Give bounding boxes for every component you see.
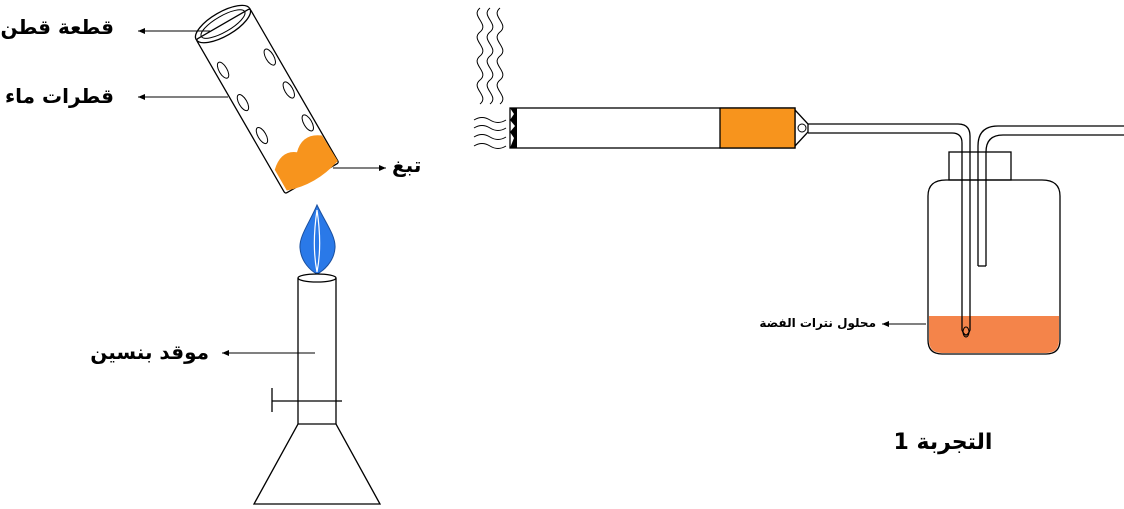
water-drops xyxy=(216,48,314,145)
cotton-plug xyxy=(194,4,252,44)
experiment-title: التجربة 1 xyxy=(894,430,993,455)
bottle xyxy=(927,151,1061,355)
label-tobacco: تبغ xyxy=(392,153,421,177)
flame xyxy=(299,203,336,275)
bunsen-burner xyxy=(252,273,382,505)
cigarette xyxy=(509,107,809,149)
label-water-drops: قطرات ماء xyxy=(5,84,114,108)
smoke-lines xyxy=(473,7,507,149)
test-tube xyxy=(194,4,339,194)
tobacco-sample xyxy=(274,135,338,191)
tubing xyxy=(808,123,1124,336)
label-cotton: قطعة قطن xyxy=(0,15,114,39)
silver-nitrate-solution xyxy=(929,316,1059,353)
label-burner: موقد بنسين xyxy=(90,340,209,364)
label-silver-nitrate: محلول نترات الفضة xyxy=(759,316,876,331)
cigarette-filter-band xyxy=(719,107,796,149)
